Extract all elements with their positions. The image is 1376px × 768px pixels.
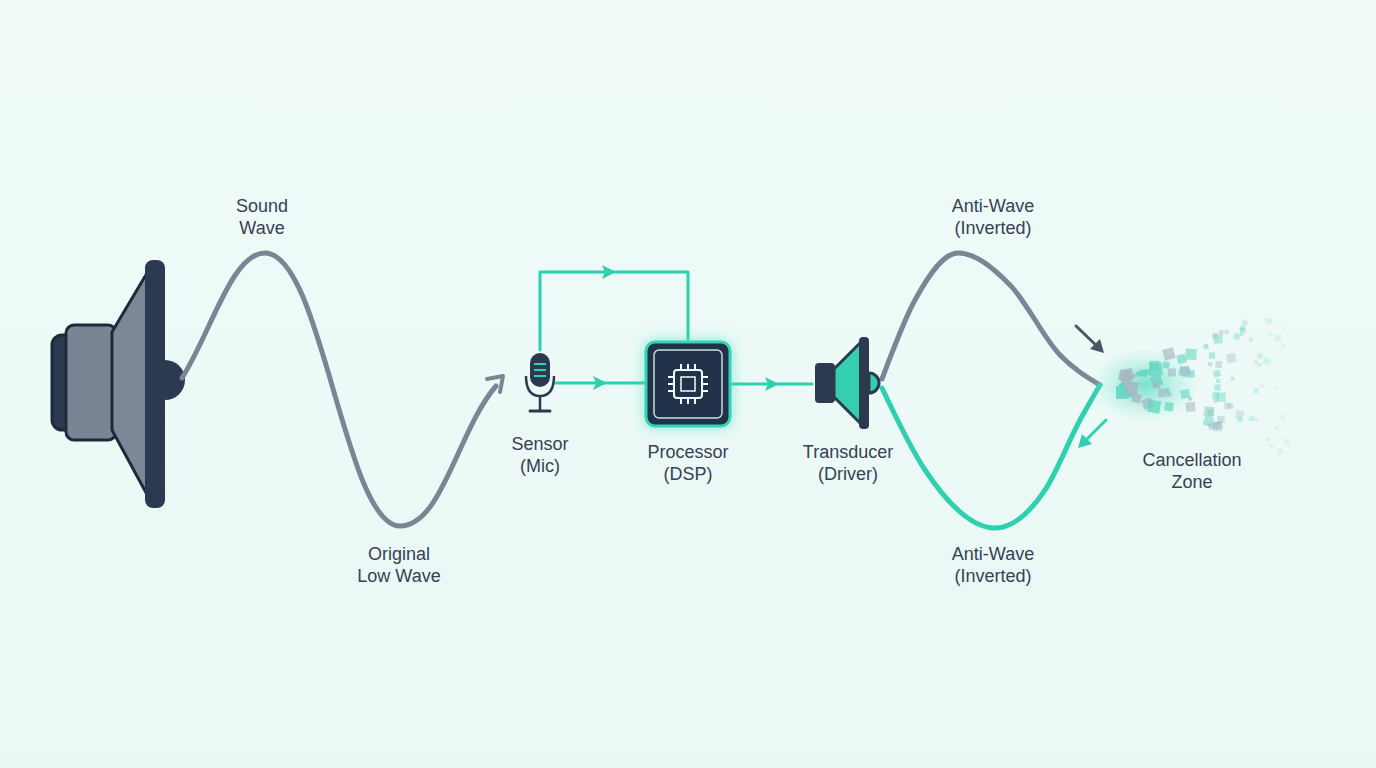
wave-label: Original Low Wave bbox=[353, 543, 445, 587]
wave-arrow-head bbox=[487, 376, 503, 392]
wave-label: Sound Wave bbox=[227, 195, 297, 239]
wave-label: Anti-Wave (Inverted) bbox=[943, 195, 1043, 239]
transducer-node: Transducer (Driver) bbox=[812, 333, 882, 433]
arrow-head bbox=[593, 376, 607, 390]
cancellation-zone-icon bbox=[1100, 300, 1290, 470]
processor-node-icon bbox=[644, 340, 732, 428]
node-label: Cancellation Zone bbox=[1134, 449, 1250, 493]
node-label: Processor (DSP) bbox=[643, 441, 733, 485]
sound-wave bbox=[182, 253, 496, 526]
node-label: Transducer (Driver) bbox=[796, 441, 900, 485]
source-speaker bbox=[52, 260, 185, 508]
arrow-head bbox=[602, 265, 616, 279]
feed-loop-arrow bbox=[540, 272, 688, 350]
arrow-head bbox=[765, 377, 779, 391]
anti-wave-curve bbox=[882, 385, 1100, 528]
sensor-node: Sensor (Mic) bbox=[524, 350, 556, 416]
processor-node: Processor (DSP) bbox=[644, 340, 732, 428]
node-label: Sensor (Mic) bbox=[508, 433, 572, 477]
transducer-node-icon bbox=[812, 333, 882, 433]
sensor-node-icon bbox=[524, 350, 556, 416]
anti-wave-curve bbox=[882, 253, 1100, 385]
wave-label: Anti-Wave (Inverted) bbox=[943, 543, 1043, 587]
cancellation-zone: Cancellation Zone bbox=[1100, 300, 1290, 470]
convergence-arrow bbox=[1076, 326, 1104, 353]
convergence-arrow bbox=[1078, 420, 1106, 448]
